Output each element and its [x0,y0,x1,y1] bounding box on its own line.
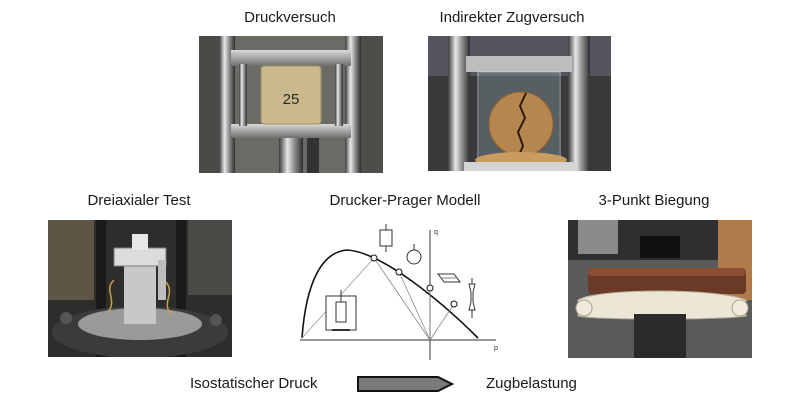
stress-path-2 [398,271,431,341]
axis-q-label: q [434,229,438,236]
yield-point-4 [450,300,458,308]
stress-path-1 [373,257,431,341]
cylinder-compression-icon [379,224,393,252]
triaxial-test-photo [48,220,232,357]
triaxial-test-title: Dreiaxialer Test [87,192,191,209]
scale-left-label: Isostatischer Druck [190,375,318,392]
direction-arrow-icon [357,376,455,392]
triaxial-cell-icon [325,290,357,331]
tensile-specimen-icon [468,278,476,318]
stress-path-4 [429,303,455,341]
compression-test-title: Druckversuch [244,9,336,26]
scale-right-label: Zugbelastung [486,375,577,392]
indirect-tension-test-photo [428,36,611,171]
yield-surface-curve [301,249,479,339]
specimen-label: 25 [283,91,300,108]
disc-tension-icon [406,244,422,265]
indirect-tension-test-title: Indirekter Zugversuch [439,9,585,26]
beam-bending-icon [437,273,461,283]
three-point-bending-title: 3-Punkt Biegung [598,192,710,209]
arrow-body [357,376,455,392]
yield-point-3 [426,284,434,292]
three-point-bending-photo [568,220,752,358]
yield-point-2 [395,268,403,276]
yield-point-1 [370,254,378,262]
drucker-prager-diagram: q p [300,224,498,360]
axis-p-label: p [494,345,498,352]
drucker-prager-model-title: Drucker-Prager Modell [329,192,481,209]
compression-test-photo: 25 [199,36,383,173]
